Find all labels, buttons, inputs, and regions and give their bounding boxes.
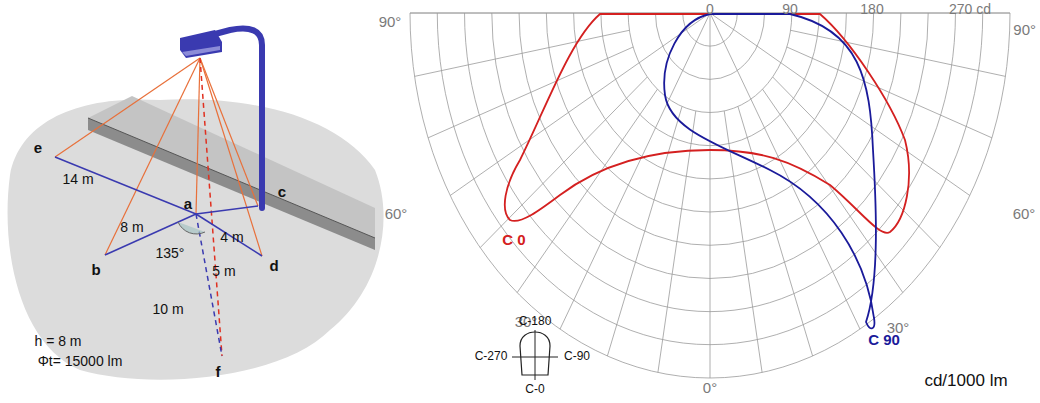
c90-curve bbox=[664, 14, 876, 328]
grid-line bbox=[428, 47, 633, 138]
c0-curve bbox=[505, 14, 909, 233]
dimension: 4 m bbox=[220, 230, 243, 245]
light-rays bbox=[55, 58, 262, 256]
scale-number: 0 bbox=[706, 2, 714, 17]
grid-line bbox=[763, 89, 903, 292]
plane-label: C-90 bbox=[564, 350, 590, 363]
pole bbox=[215, 29, 262, 208]
grid-line bbox=[415, 30, 630, 76]
plane-label: C-0 bbox=[525, 383, 544, 396]
curb-edge bbox=[88, 118, 375, 238]
dimension: 14 m bbox=[62, 172, 93, 187]
line-f bbox=[196, 214, 222, 356]
point-label: c bbox=[278, 184, 286, 201]
grid-line bbox=[710, 13, 860, 329]
point-label: a bbox=[184, 196, 192, 213]
grid-line bbox=[787, 47, 992, 138]
dimension: 5 m bbox=[212, 264, 235, 279]
measure-lines bbox=[55, 157, 262, 256]
plane-label: C-270 bbox=[475, 350, 508, 363]
grid-line bbox=[710, 13, 711, 378]
grid-line bbox=[410, 13, 1010, 378]
angle-label: 60° bbox=[1013, 206, 1036, 223]
angle-label: 60° bbox=[385, 206, 408, 223]
flux-note: Φt= 15000 lm bbox=[38, 354, 123, 369]
plane-label: C-180 bbox=[519, 315, 552, 328]
angle-label: 135° bbox=[156, 246, 185, 261]
dimension: 8 m bbox=[120, 220, 143, 235]
scale-number: 180 bbox=[860, 2, 883, 17]
point-label: d bbox=[269, 258, 278, 275]
unit-note: cd/1000 lm bbox=[924, 372, 1007, 391]
ray-f bbox=[200, 58, 222, 356]
polar-grid bbox=[410, 13, 1010, 378]
grid-line bbox=[773, 77, 940, 248]
orientation-axis bbox=[512, 357, 558, 358]
sidewalk bbox=[88, 96, 375, 238]
point-label: e bbox=[34, 140, 42, 157]
orientation-axis bbox=[535, 330, 536, 380]
luminaire bbox=[180, 30, 222, 58]
grid-line bbox=[710, 13, 970, 196]
angle-label: 90° bbox=[379, 14, 402, 31]
grid-line bbox=[791, 30, 1006, 76]
scale-number: 90 bbox=[782, 2, 798, 17]
angle-label: 0° bbox=[703, 380, 717, 397]
grid-line bbox=[450, 13, 710, 196]
height-note: h = 8 m bbox=[34, 334, 81, 349]
grid-line bbox=[560, 13, 710, 329]
angle-label: 90° bbox=[1013, 22, 1036, 39]
dimension: 10 m bbox=[152, 302, 183, 317]
point-label: b bbox=[91, 262, 100, 279]
point-label: f bbox=[216, 364, 221, 381]
grid-line bbox=[607, 107, 682, 356]
curve-label: C 90 bbox=[868, 332, 900, 349]
angle-arc bbox=[178, 222, 205, 234]
grid-line bbox=[738, 107, 813, 356]
scale-number: 270 cd bbox=[949, 2, 991, 17]
luminaire-lens bbox=[182, 46, 220, 56]
curve-label: C 0 bbox=[502, 232, 525, 249]
